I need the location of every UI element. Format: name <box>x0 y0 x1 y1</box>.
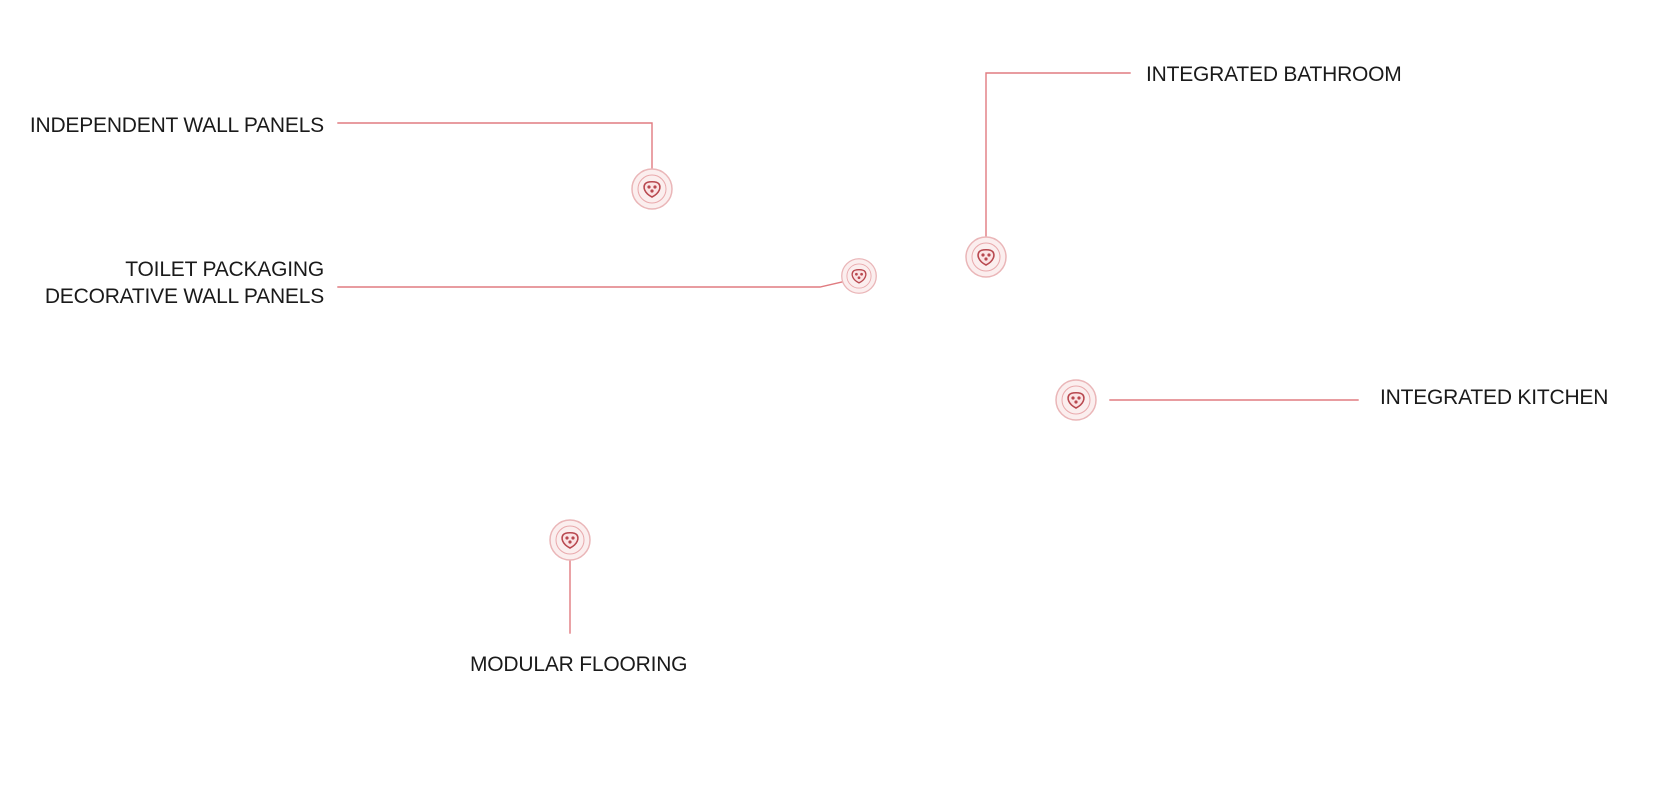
label-toilet-packaging-decorative-wall-panels: TOILET PACKAGING DECORATIVE WALL PANELS <box>45 256 324 310</box>
label-integrated-bathroom: INTEGRATED BATHROOM <box>1146 61 1402 88</box>
hotspot-integrated-bathroom[interactable] <box>964 235 1008 279</box>
hotspot-toilet-packaging[interactable] <box>840 257 878 295</box>
pin-dot-icon <box>549 519 591 561</box>
label-line: INTEGRATED KITCHEN <box>1380 386 1609 409</box>
pin-dot-icon <box>1055 379 1097 421</box>
label-line: MODULAR FLOORING <box>470 653 688 676</box>
leader-line-toilet-packaging <box>337 281 843 288</box>
pin-dot-icon <box>965 236 1007 278</box>
hotspot-independent-wall-panels[interactable] <box>630 167 674 211</box>
leader-line-independent-wall-panels <box>337 122 653 191</box>
hotspot-integrated-kitchen[interactable] <box>1054 378 1098 422</box>
pin-dot-icon <box>841 258 877 294</box>
hotspot-modular-flooring[interactable] <box>548 518 592 562</box>
leader-line-integrated-bathroom <box>985 72 1131 246</box>
pin-dot-icon <box>631 168 673 210</box>
label-integrated-kitchen: INTEGRATED KITCHEN <box>1380 384 1608 411</box>
label-line: TOILET PACKAGING <box>125 258 324 281</box>
label-line: DECORATIVE WALL PANELS <box>44 285 324 308</box>
label-line: INDEPENDENT WALL PANELS <box>29 114 324 137</box>
label-independent-wall-panels: INDEPENDENT WALL PANELS <box>30 112 324 139</box>
label-line: INTEGRATED BATHROOM <box>1146 63 1402 86</box>
label-modular-flooring: MODULAR FLOORING <box>470 651 688 678</box>
